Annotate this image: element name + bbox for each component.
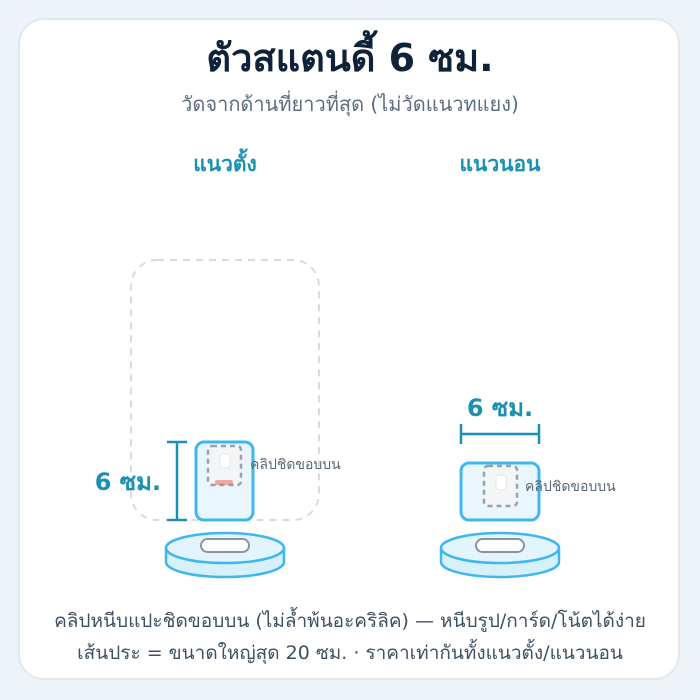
landscape-base-slot — [475, 538, 525, 553]
landscape-standee: คลิปชิดขอบบน 6 ซม. — [439, 394, 616, 579]
portrait-dimension — [167, 440, 187, 522]
card — [18, 18, 680, 680]
footer-line-1: คลิปหนีบแปะชิดขอบบน (ไม่ล้ำพ้นอะคริลิค) … — [54, 610, 646, 632]
landscape-size-label: 6 ซม. — [467, 394, 533, 422]
landscape-base — [439, 531, 561, 579]
portrait-max-size-outline — [130, 259, 320, 521]
portrait-size-label: 6 ซม. — [95, 468, 161, 496]
footer-line-2: เส้นประ = ขนาดใหญ่สุด 20 ซม. · ราคาเท่าก… — [77, 642, 623, 664]
landscape-clip — [482, 464, 519, 508]
page-subtitle: วัดจากด้านที่ยาวที่สุด (ไม่วัดแนวทแยง) — [181, 92, 519, 116]
portrait-base-slot — [200, 538, 250, 553]
landscape-dimension — [459, 424, 541, 444]
portrait-standee: คลิปชิดขอบบน 6 ซม. — [95, 259, 341, 579]
portrait-base — [164, 531, 286, 579]
portrait-clip-label: คลิปชิดขอบบน — [250, 457, 341, 473]
landscape-heading: แนวนอน — [459, 152, 541, 176]
portrait-clip — [206, 444, 243, 487]
page-title: ตัวสแตนดี้ 6 ซม. — [206, 36, 494, 80]
landscape-clip-label: คลิปชิดขอบบน — [525, 479, 616, 495]
portrait-heading: แนวตั้ง — [193, 152, 257, 176]
